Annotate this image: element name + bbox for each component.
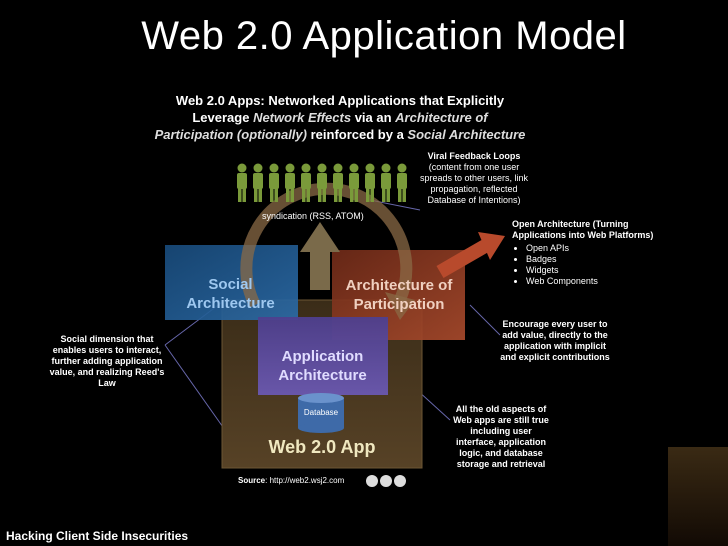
subtitle-line-1: Web 2.0 Apps: Networked Applications tha…: [175, 93, 505, 108]
syndication-label: syndication (RSS, ATOM): [262, 211, 364, 221]
encourage-callout: Encourage every user to add value, direc…: [500, 319, 610, 362]
person-icon: [285, 163, 295, 202]
people-icons: [237, 163, 407, 202]
subtitle-line-3: Participation (optionally) reinforced by…: [154, 127, 526, 142]
database-icon: [298, 393, 344, 433]
open-architecture-callout: Open Architecture (Turning Applications …: [512, 219, 662, 287]
old-aspects-callout: All the old aspects of Web apps are stil…: [453, 404, 549, 469]
application-architecture-box: [258, 317, 388, 395]
up-arrow: [300, 222, 340, 290]
person-icon: [381, 163, 391, 202]
open-architecture-arrow: [478, 232, 505, 260]
diagram-subtitle: Web 2.0 Apps: Networked Applications tha…: [100, 92, 580, 143]
list-item: Badges: [526, 254, 662, 265]
social-architecture-box: [165, 245, 298, 320]
person-icon: [317, 163, 327, 202]
footer-text: Hacking Client Side Insecurities: [6, 529, 189, 543]
list-item: Widgets: [526, 265, 662, 276]
database-label: Database: [303, 408, 339, 417]
open-architecture-list: Open APIs Badges Widgets Web Components: [512, 243, 662, 287]
participation-label: Architecture of Participation: [345, 277, 453, 313]
person-icon: [349, 163, 359, 202]
web-app-label: Web 2.0 App: [268, 437, 376, 457]
application-architecture-label: Application Architecture: [278, 348, 367, 384]
social-architecture-label: Social Architecture: [186, 276, 275, 312]
slide-title: Web 2.0 Application Model: [141, 14, 627, 58]
person-icon: [365, 163, 375, 202]
person-icon: [253, 163, 263, 202]
person-icon: [301, 163, 311, 202]
social-dimension-callout: Social dimension that enables users to i…: [49, 334, 165, 388]
person-icon: [397, 163, 407, 202]
person-icon: [269, 163, 279, 202]
source-credit: Source: http://web2.wsj2.com: [238, 476, 345, 485]
subtitle-line-2: Leverage Network Effects via an Architec…: [192, 110, 488, 125]
viral-feedback-callout: Viral Feedback Loops (content from one u…: [419, 151, 529, 205]
person-icon: [333, 163, 343, 202]
decorative-photo: [668, 447, 728, 546]
list-item: Open APIs: [526, 243, 662, 254]
person-icon: [237, 163, 247, 202]
list-item: Web Components: [526, 276, 662, 287]
license-badges: [366, 475, 406, 487]
